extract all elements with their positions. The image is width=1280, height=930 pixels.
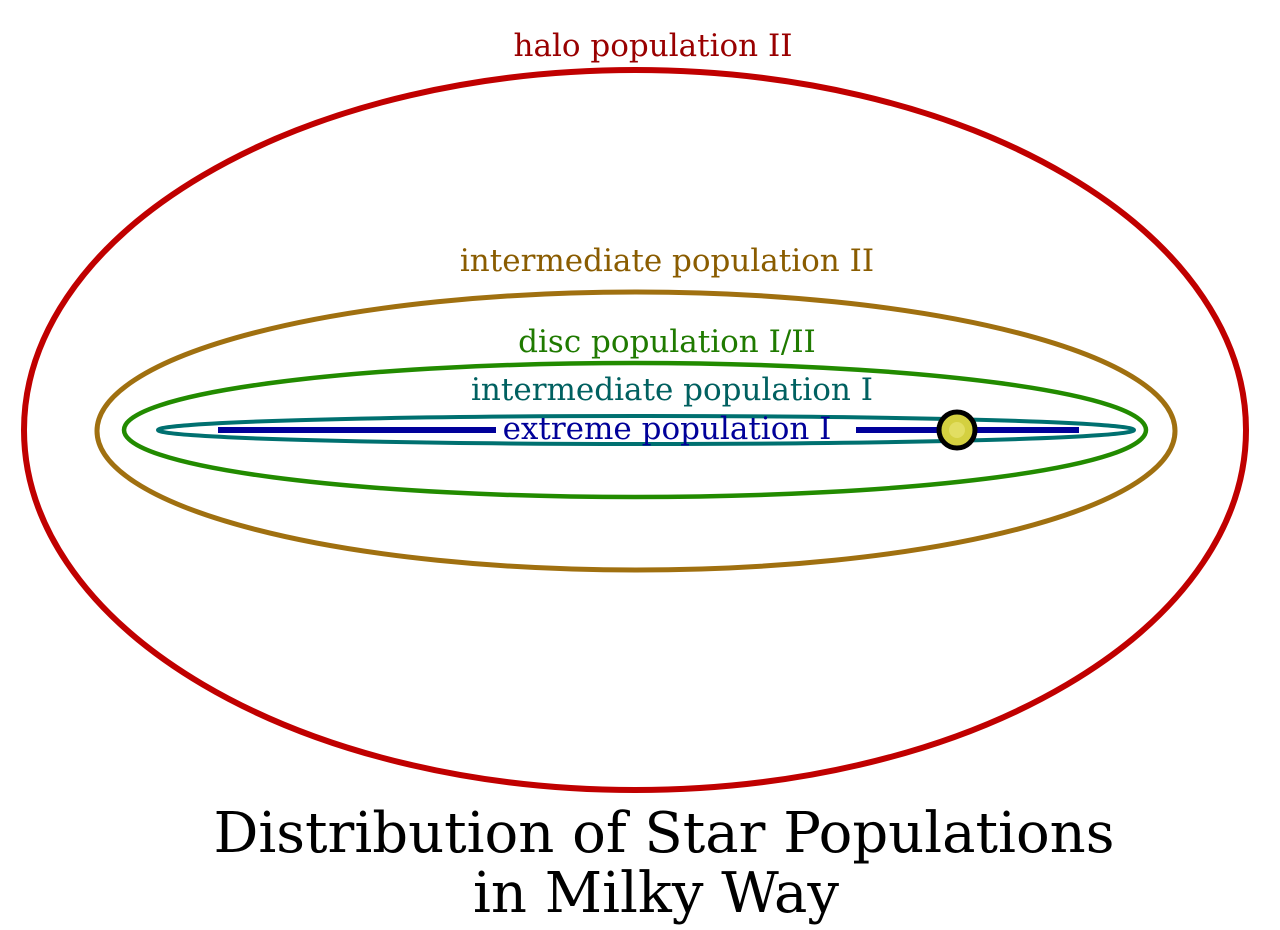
- disc-population-label: disc population I/II: [518, 324, 816, 360]
- disc-population-ellipse: [121, 360, 1149, 500]
- extreme-population-label: extreme population I: [503, 411, 832, 447]
- intermediate-population-i-ellipse: [156, 414, 1136, 446]
- diagram-title-line-1: Distribution of Star Populations: [214, 801, 1115, 866]
- sun-highlight: [949, 422, 965, 438]
- intermediate-population-ii-ellipse: [94, 289, 1178, 573]
- halo-population-ellipse: [21, 67, 1249, 793]
- intermediate-population-i-label: intermediate population I: [471, 372, 873, 408]
- intermediate-population-ii-label: intermediate population II: [460, 243, 874, 279]
- diagram-title-line-2: in Milky Way: [473, 861, 839, 926]
- halo-population-label: halo population II: [514, 28, 793, 64]
